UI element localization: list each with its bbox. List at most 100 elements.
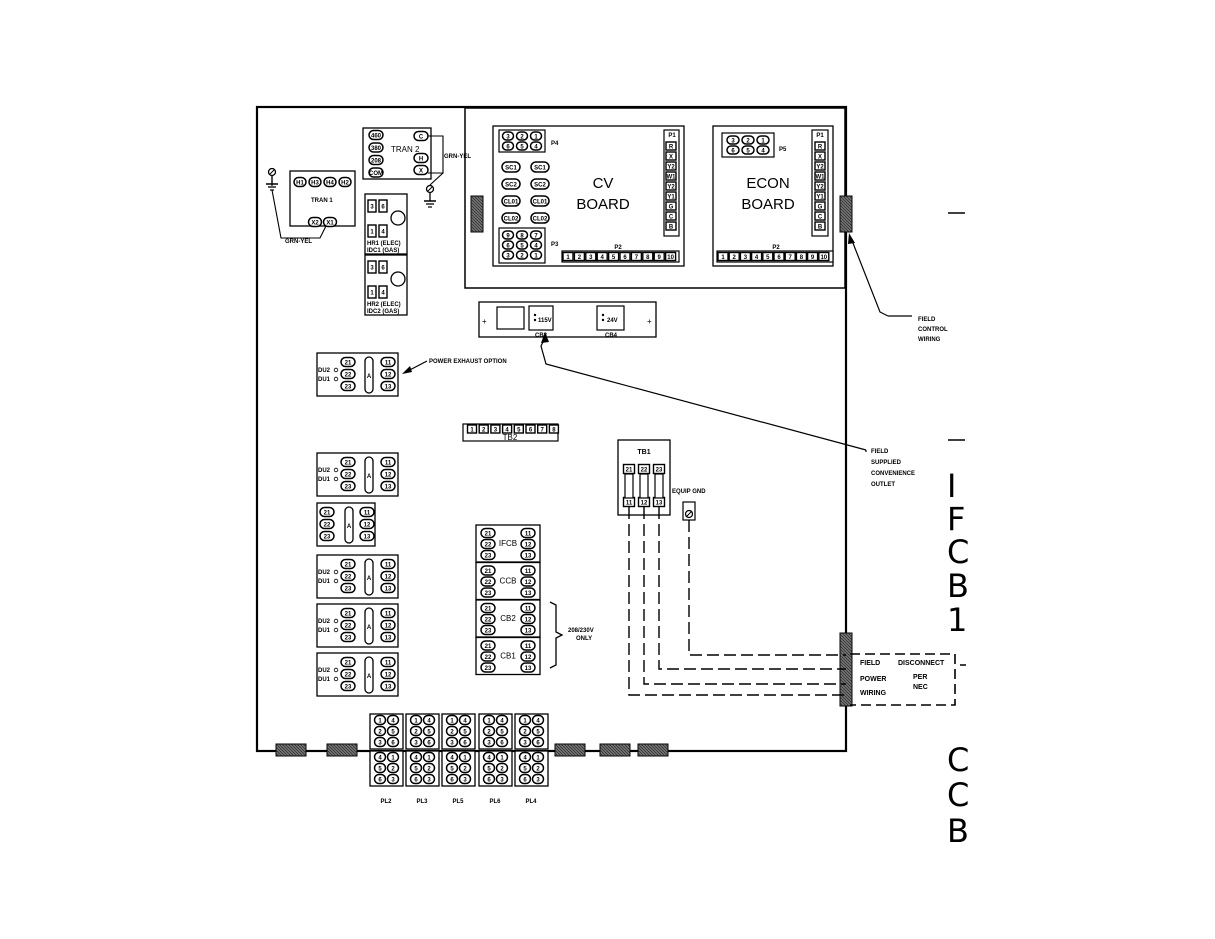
terminal: 21 [622,463,636,475]
terminal-label: 2 [520,253,524,259]
coil-label: A [367,374,372,380]
du2-label: DU2 [318,368,331,374]
terminal-outline [380,680,396,692]
terminal: 3 [422,773,436,785]
terminal-label: 2 [536,766,540,772]
terminal: 4 [495,714,509,726]
terminal-label: 12 [525,655,532,661]
terminal-label: G [669,204,674,210]
terminal-label: 7 [541,427,545,433]
terminal-label: 1 [370,229,374,235]
terminal-outline [518,762,532,774]
terminal-label: 6 [381,204,385,210]
grommet-hatch [839,669,853,683]
du2-label: DU2 [318,668,331,674]
terminal-label: 13 [525,591,532,597]
terminal: 12 [520,576,536,587]
terminal-outline [520,587,536,598]
terminal: 21 [480,527,496,539]
field-control-label: WIRING [918,337,941,343]
terminal-outline [784,251,796,262]
terminal-label: 23 [345,635,352,641]
terminal: 4 [596,251,608,262]
wire [850,237,889,317]
cv-title: BOARD [576,196,630,213]
terminal-outline [501,161,521,173]
terminal-label: 22 [345,623,352,629]
terminal: 22 [480,651,496,662]
terminal: SC1 [530,161,550,173]
terminal-outline [531,751,545,763]
plug-label: PL5 [452,799,464,805]
grommet-hatch [839,663,853,677]
terminal-outline [596,251,608,262]
grommet [275,743,307,757]
terminal-label: 22 [485,542,492,548]
field-power-label: WIRING [860,690,887,697]
field-control-label: FIELD [918,317,936,323]
relay-hr2-label: IDC2 (GAS) [367,309,399,315]
terminal-outline [607,251,620,262]
terminal-label: CL02 [504,216,519,222]
terminal-label: 4 [450,755,454,761]
terminal-label: 11 [385,611,392,617]
terminal-outline [378,285,388,299]
terminal: 10 [664,251,677,262]
grommet-hatch [637,752,642,757]
terminal-label: 1 [463,755,467,761]
terminal: 13 [520,549,536,561]
terminal: 11 [622,496,636,508]
terminal-outline [762,251,774,262]
terminal: 6 [409,773,423,785]
terminal-outline [359,530,375,542]
terminal-label: 21 [345,611,352,617]
terminal: 6 [458,736,472,748]
terminal-label: 12 [385,574,392,580]
grommet-hatch [637,749,645,757]
terminal-outline [515,240,529,250]
terminal-label: C [669,214,674,220]
grommet [554,743,586,757]
terminal: 4 [409,751,423,763]
terminal: 23 [340,480,356,492]
terminal: 3 [458,773,472,785]
grommet-hatch [848,195,853,200]
terminal-outline [756,135,770,145]
terminal-outline [482,762,496,774]
terminal-label: 23 [345,684,352,690]
field-control-label: CONTROL [918,327,948,333]
terminal: 4 [501,424,513,434]
terminal: 23 [319,530,335,542]
grommet-hatch [649,743,663,757]
terminal-outline [642,251,654,262]
terminal: 23 [480,624,496,636]
terminal: Y2 [814,161,826,171]
terminal-outline [422,773,436,785]
terminal: 4 [373,751,387,763]
plug-label: PL3 [416,799,428,805]
terminal-outline [373,762,387,774]
grommet-hatch [326,743,340,757]
terminal-label: 21 [485,644,492,650]
tb1-bar [654,473,664,499]
terminal-label: Y2 [816,164,824,170]
terminal: CL01 [501,195,521,207]
terminal-label: 1 [391,755,395,761]
du-dot [333,376,339,382]
terminal-label: 5 [391,729,395,735]
terminal-label: 2 [450,729,454,735]
terminal-label: 2 [482,427,486,433]
terminal-label: 13 [525,628,532,634]
grommet-hatch [554,743,568,757]
grommet-hatch [841,632,853,644]
contactor-coil [364,356,374,394]
terminal: 12 [520,613,536,625]
terminal-label: 7 [534,233,538,239]
terminal-outline [409,762,423,774]
terminal: 1 [531,751,545,763]
terminal-outline [530,178,550,190]
terminal-outline [480,549,496,561]
terminal: G [814,201,826,211]
terminal-label: 3 [536,777,540,783]
p2-label: P2 [614,245,622,251]
